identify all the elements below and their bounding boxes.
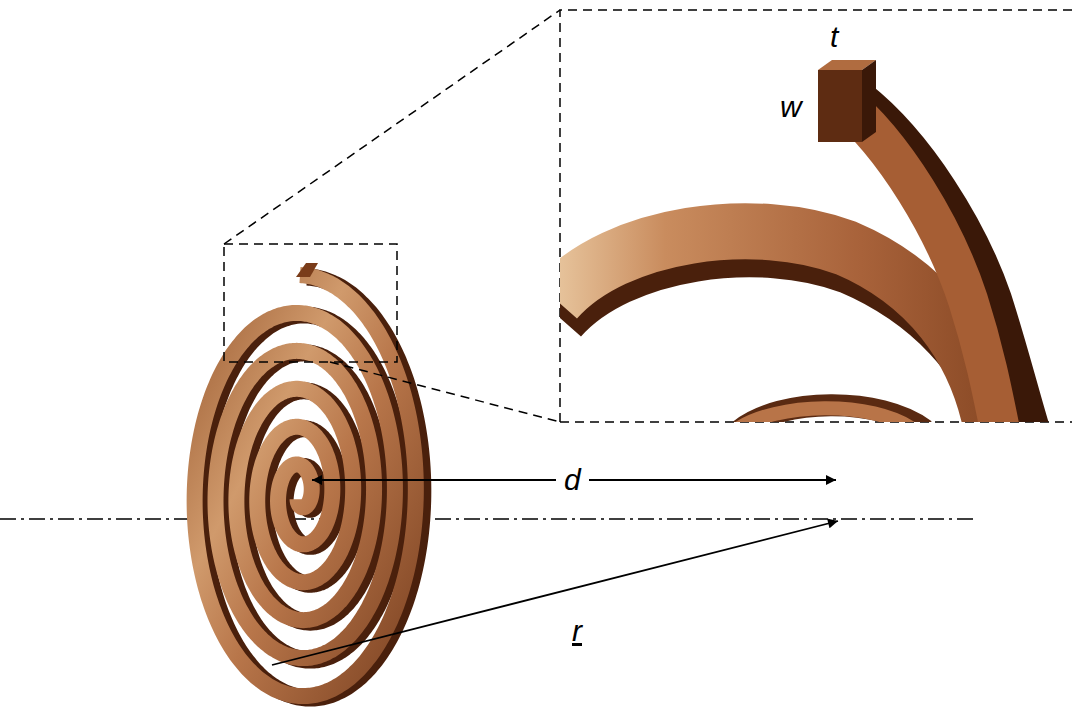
strip-end-face bbox=[818, 70, 862, 142]
dimension-label: d bbox=[556, 465, 589, 495]
axis-line bbox=[0, 518, 975, 520]
strip-end-side bbox=[862, 60, 876, 142]
zoom-box-small bbox=[224, 244, 397, 362]
dimension-label: t bbox=[830, 22, 838, 52]
strip-face bbox=[840, 100, 1000, 422]
strip-face bbox=[736, 408, 914, 422]
zoom-leader bbox=[330, 362, 560, 422]
coil-face bbox=[195, 275, 416, 696]
coil-end bbox=[296, 263, 318, 277]
dimension-label: w bbox=[780, 92, 802, 122]
zoom-leader bbox=[224, 10, 560, 244]
zoom-detail bbox=[560, 60, 1030, 422]
position-vector-arrow bbox=[272, 521, 838, 665]
dimension-label: r bbox=[572, 616, 582, 646]
strip-face bbox=[560, 231, 992, 422]
